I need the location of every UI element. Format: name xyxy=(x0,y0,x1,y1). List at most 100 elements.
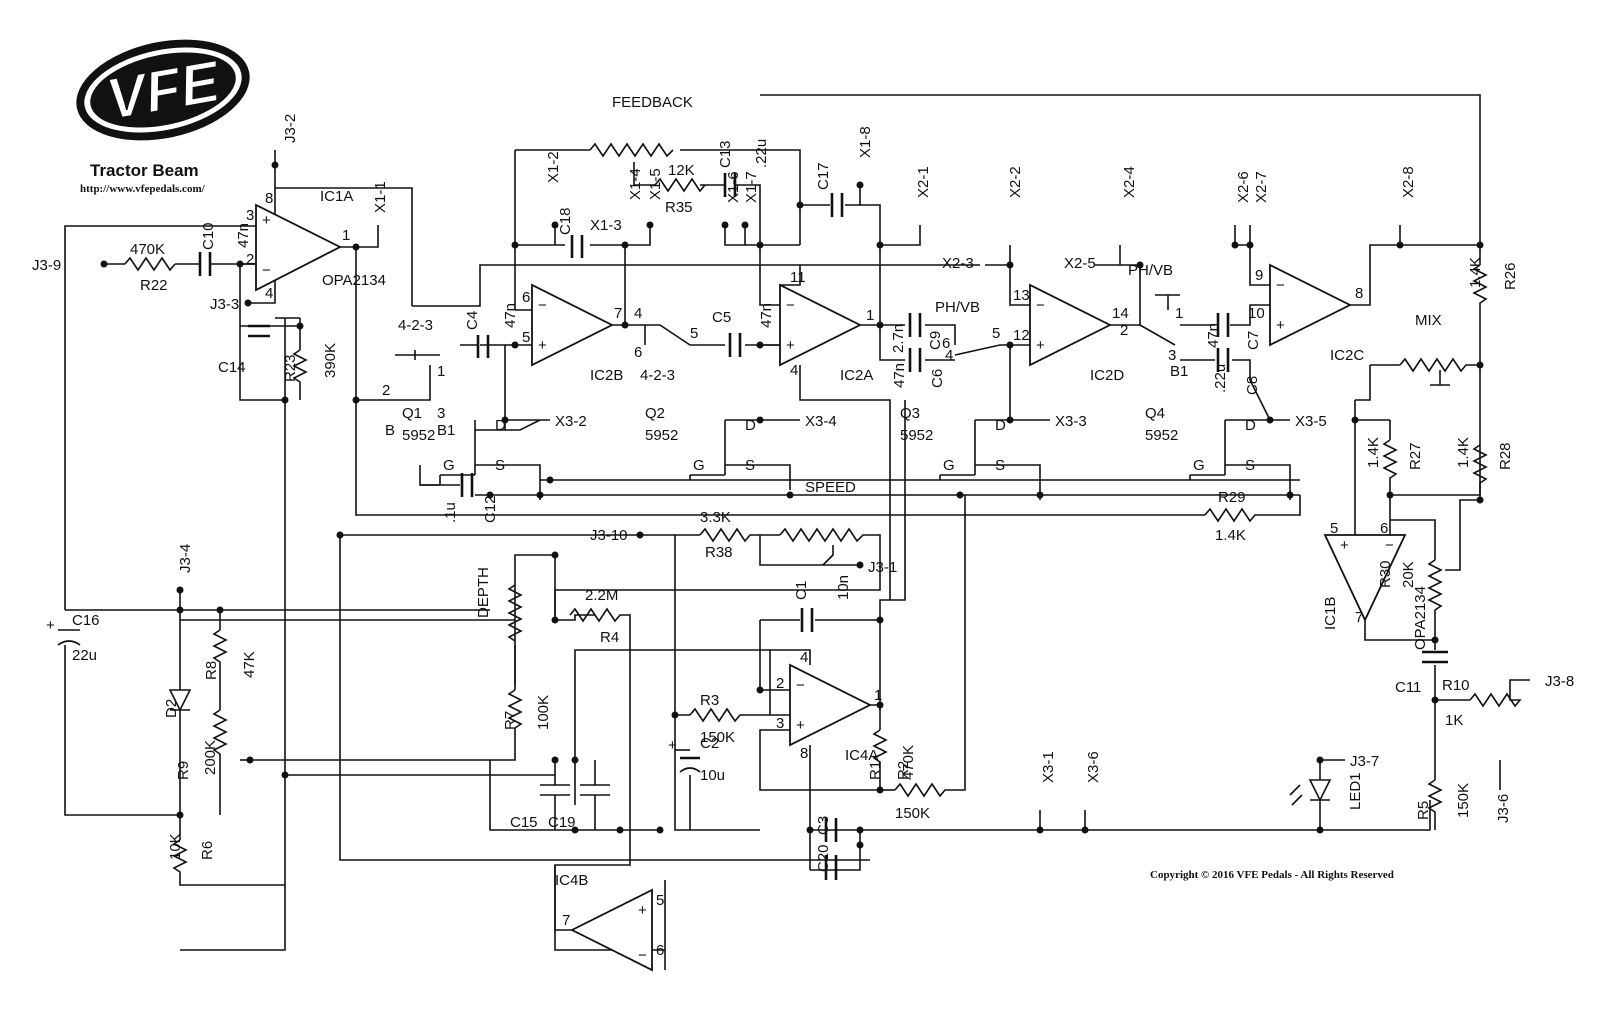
label-resistors-r27: R27 xyxy=(1407,442,1424,470)
label-resistors-r22v: 470K xyxy=(130,241,165,258)
label-fet-pins-g: G xyxy=(1193,457,1205,474)
label-connectors-j3-1: J3-1 xyxy=(868,559,897,576)
label-diodes-led1: LED1 xyxy=(1347,772,1364,810)
label-pins-p6: 6 xyxy=(942,335,950,352)
label-connectors-x3-6: X3-6 xyxy=(1085,751,1102,783)
label-capacitors-c10v: 47n xyxy=(235,223,252,248)
label-connectors-x1-4: X1-4 xyxy=(627,168,644,200)
ic4a: − + 2 3 4 8 1 IC4A xyxy=(776,649,882,764)
label-resistors-r38: R38 xyxy=(705,544,733,561)
label-capacitors-c13v: .22u xyxy=(753,139,770,168)
label-connectors-j3-2: J3-2 xyxy=(282,114,299,143)
label-controls-speed: SPEED xyxy=(805,479,856,496)
label-pins-p8: 8 xyxy=(265,190,273,207)
label-connectors-j3-7: J3-7 xyxy=(1350,753,1379,770)
label-connectors-j3-3: J3-3 xyxy=(210,296,239,313)
label-pins-p12: 12 xyxy=(1013,327,1030,344)
label-pins-p1: 1 xyxy=(342,227,350,244)
ic2b: − + 6 5 7 IC2B 4-2-3 xyxy=(522,283,675,384)
label-resistors-r9: R9 xyxy=(175,761,192,780)
label-resistors-r6v: 10K xyxy=(167,833,184,860)
label-capacitors-c13: C13 xyxy=(717,140,734,168)
label-capacitors-c2: C2 xyxy=(700,735,719,752)
svg-text:+: + xyxy=(668,737,677,754)
label-pins-p14: 14 xyxy=(1112,305,1129,322)
svg-text:−: − xyxy=(796,677,805,694)
label-pins-p13: 13 xyxy=(1013,287,1030,304)
label-resistors-r35v: 12K xyxy=(668,162,695,179)
label-pins-p3: 3 xyxy=(776,715,784,732)
ic1a: + − IC1A OPA2134 8 3 2 1 4 xyxy=(246,188,386,302)
label-resistors-r28: R28 xyxy=(1497,442,1514,470)
label-resistors-r6: R6 xyxy=(199,841,216,860)
label-connectors-x2-5: X2-5 xyxy=(1064,255,1096,272)
label-capacitors-c2v: 10u xyxy=(700,767,725,784)
label-capacitors-c12: C12 xyxy=(482,495,499,523)
label-transistors-0-name: Q1 xyxy=(402,405,422,422)
label-resistors-r22: R22 xyxy=(140,277,168,294)
label-fet-pins-g: G xyxy=(443,457,455,474)
label-pins-p9: 9 xyxy=(1255,267,1263,284)
label-pins-p2: 2 xyxy=(1120,322,1128,339)
ic1b: + − 5 6 7 IC1B OPA2134 xyxy=(1322,520,1429,650)
label-connectors-x2-8: X2-8 xyxy=(1400,166,1417,198)
svg-text:+: + xyxy=(1276,317,1285,334)
label-capacitors-c6: C6 xyxy=(929,369,946,388)
label-resistors-r35: R35 xyxy=(665,199,693,216)
label-capacitors-c8v: .22u xyxy=(1212,364,1229,393)
label-resistors-r4v: 2.2M xyxy=(585,587,618,604)
svg-text:−: − xyxy=(1036,297,1045,314)
label-resistors-r38v: 3.3K xyxy=(700,509,731,526)
label-transistors-3-name: Q4 xyxy=(1145,405,1165,422)
label-controls-phvb1: PH/VB xyxy=(935,299,980,316)
label-pins-p8: 8 xyxy=(800,745,808,762)
label-capacitors-c9v: 2.7n xyxy=(890,324,907,353)
label-fet-pins-d: D xyxy=(1245,417,1256,434)
label-capacitors-c6v: 47n xyxy=(891,363,908,388)
url: http://www.vfepedals.com/ xyxy=(80,183,206,195)
label-connectors-j3-8: J3-8 xyxy=(1545,673,1574,690)
label-capacitors-c17: C17 xyxy=(815,162,832,190)
label-fet-pins-s: S xyxy=(1245,457,1255,474)
ic4b: + − 5 6 7 IC4B xyxy=(555,872,664,972)
label-connectors-x3-5: X3-5 xyxy=(1295,413,1327,430)
label-fet-pins-d: D xyxy=(745,417,756,434)
svg-text:+: + xyxy=(1340,537,1349,554)
label-connectors-x1-2: X1-2 xyxy=(545,151,562,183)
label-capacitors-c16v: 22u xyxy=(72,647,97,664)
label-controls-mix: MIX xyxy=(1415,312,1442,329)
label-capacitors-c7: C7 xyxy=(1245,331,1262,350)
label-capacitors-c10: C10 xyxy=(200,222,217,250)
label-pins-p7: 7 xyxy=(1355,609,1363,626)
label-ics-ic1b-part: OPA2134 xyxy=(1412,586,1429,650)
label-pins-p4: 4 xyxy=(790,362,798,379)
label-controls-feedback: FEEDBACK xyxy=(612,94,693,111)
label-pins-p4: 4 xyxy=(945,347,953,364)
label-connectors-x1-8: X1-8 xyxy=(857,126,874,158)
label-pins-p7: 7 xyxy=(562,912,570,929)
label-pins-p6: 6 xyxy=(656,942,664,959)
svg-text:+: + xyxy=(796,717,805,734)
label-pins-p1: 1 xyxy=(874,687,882,704)
label-pins-p4: 4 xyxy=(265,285,273,302)
ic2d: − + 13 12 14 IC2D xyxy=(1013,283,1129,384)
label-transistors-1-part: 5952 xyxy=(645,427,678,444)
label-pins-p6: 6 xyxy=(1380,520,1388,537)
label-pins-p2: 2 xyxy=(776,675,784,692)
label-connectors-j3-10: J3-10 xyxy=(590,527,628,544)
q1: D G S Q1 5952 xyxy=(402,400,541,500)
label-resistors-r9v: 200K xyxy=(202,740,219,775)
label-capacitors-c15: C15 xyxy=(510,814,538,831)
label-switch-labels-b: B xyxy=(385,422,395,439)
label-connectors-x3-2: X3-2 xyxy=(555,413,587,430)
label-capacitors-c8: C8 xyxy=(1244,376,1261,395)
svg-text:−: − xyxy=(538,297,547,314)
label-connectors-x3-4: X3-4 xyxy=(805,413,837,430)
label-switch-labels-sw1: 4-2-3 xyxy=(398,317,433,334)
label-transistors-2-name: Q3 xyxy=(900,405,920,422)
label-resistors-r4: R4 xyxy=(600,629,619,646)
svg-text:−: − xyxy=(1276,277,1285,294)
label-connectors-x1-6: X1-6 xyxy=(725,171,742,203)
label-pins-p4: 4 xyxy=(800,649,808,666)
label-resistors-r8v: 47K xyxy=(241,651,258,678)
